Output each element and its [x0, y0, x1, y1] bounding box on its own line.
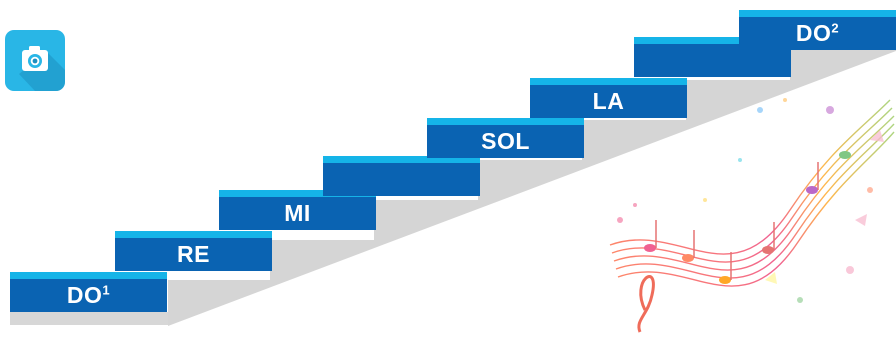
step-6: LA: [530, 78, 687, 118]
step-4: [323, 156, 480, 196]
step-label: RE: [177, 241, 210, 267]
step-8: DO2: [739, 10, 896, 50]
step-label: LA: [592, 88, 625, 114]
step-3: MI: [219, 190, 376, 230]
step-label: MI: [284, 200, 311, 226]
music-notes-illustration: [609, 98, 895, 333]
step-2: RE: [115, 231, 272, 271]
step-label: DO1: [66, 282, 111, 308]
camera-button[interactable]: [5, 30, 65, 91]
camera-icon: [19, 46, 65, 91]
step-label: DO2: [795, 20, 840, 46]
step-5: SOL: [427, 118, 584, 158]
step-1: DO1: [10, 272, 167, 312]
step-label: SOL: [481, 128, 530, 154]
